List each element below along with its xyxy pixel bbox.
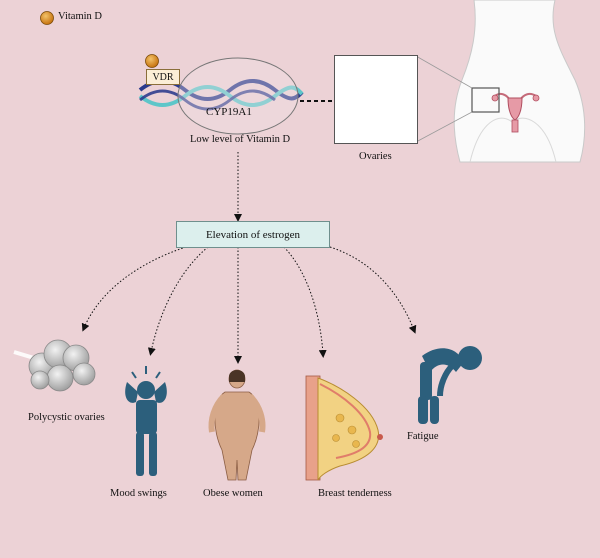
vdr-receptor-label: VDR (146, 69, 180, 85)
arrow-mood (147, 246, 209, 356)
zoom-line-top (415, 55, 473, 89)
arrow-breast (283, 246, 327, 358)
outcome-label-obese: Obese women (203, 488, 263, 499)
breast-anatomy-icon (305, 375, 383, 481)
gene-caption: Low level of Vitamin D (190, 134, 291, 145)
ovary-frame (334, 55, 418, 144)
outcome-label-fatigue: Fatigue (407, 431, 439, 442)
gene-ellipse (177, 57, 299, 135)
legend-label: Vitamin D (58, 11, 102, 22)
arrow-polycystic (81, 246, 187, 332)
stressed-person-icon (125, 366, 167, 476)
vitamin-d-legend-icon (40, 11, 54, 25)
obese-woman-icon (208, 369, 266, 481)
vitamin-d-molecule-icon (145, 54, 159, 68)
outcome-label-polycystic: Polycystic ovaries (28, 412, 105, 423)
outcome-label-mood: Mood swings (110, 488, 167, 499)
ovaries-label: Ovaries (359, 151, 392, 162)
estrogen-box: Elevation of estrogen (176, 221, 330, 248)
female-body-icon (453, 0, 586, 163)
zoom-line-bottom (415, 111, 473, 143)
outcome-label-breast: Breast tenderness (318, 488, 392, 499)
gene-label: CYP19A1 (206, 106, 252, 118)
fatigued-person-icon (418, 346, 482, 424)
arrow-fatigue (329, 246, 417, 334)
cyst-cloud-icon (13, 339, 96, 392)
